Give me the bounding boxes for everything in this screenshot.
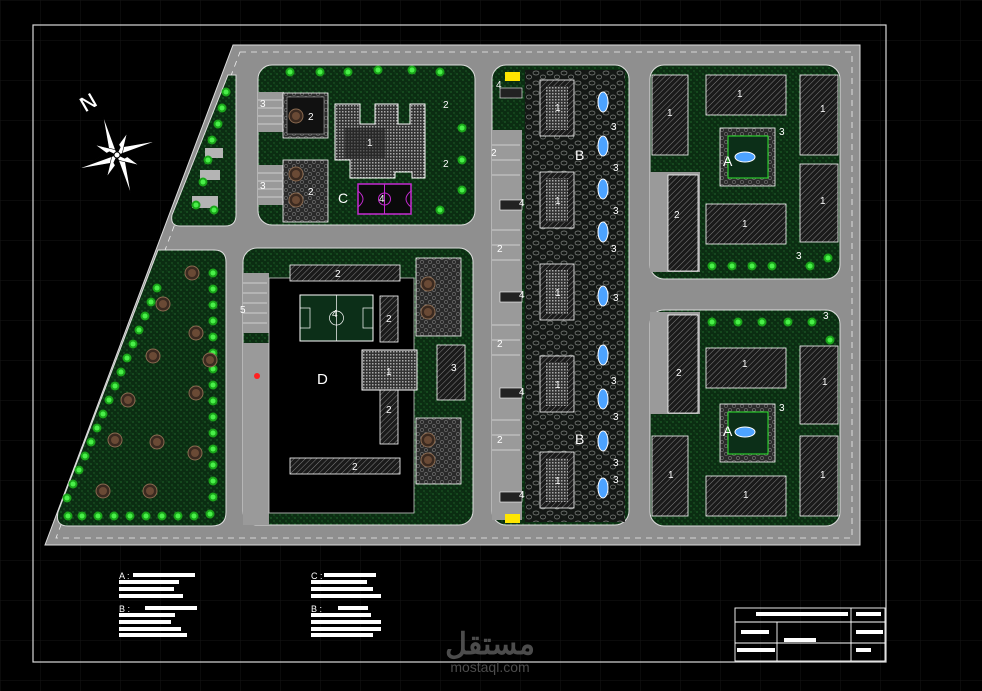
c-num: 3 xyxy=(260,99,266,110)
c-num: 4 xyxy=(379,194,385,205)
legend: A : B : C : B : xyxy=(119,571,381,637)
b-num: 1 xyxy=(555,476,561,487)
legend-label-a: A : xyxy=(119,571,130,581)
b-num: 2 xyxy=(491,148,497,159)
c-num: 2 xyxy=(443,159,449,170)
b-num: 4 xyxy=(496,80,502,91)
a-num: 3 xyxy=(796,251,802,262)
b-num: 1 xyxy=(555,196,561,207)
a2-num: 3 xyxy=(823,311,829,322)
watermark: مستقل mostaql.com xyxy=(445,628,535,675)
d-num: 1 xyxy=(386,367,392,378)
a-num: 1 xyxy=(820,196,826,207)
strip-garden-top xyxy=(171,74,237,227)
zone-label-b-bottom: B xyxy=(575,431,584,447)
a2-num: 3 xyxy=(779,403,785,414)
zone-label-d: D xyxy=(317,371,328,388)
d-num: 2 xyxy=(352,462,358,473)
a2-num: 2 xyxy=(676,368,682,379)
zone-label-a-top: A xyxy=(723,153,733,169)
b-num: 1 xyxy=(555,288,561,299)
d-num: 2 xyxy=(335,269,341,280)
b-num: 4 xyxy=(519,290,525,301)
zone-label-b-top: B xyxy=(575,147,584,163)
c-num: 3 xyxy=(260,181,266,192)
d-num: 4 xyxy=(332,309,338,320)
legend-label-b2: B : xyxy=(311,604,322,614)
drawing-frame xyxy=(32,24,887,663)
c-num: 2 xyxy=(308,112,314,123)
a2-num: 1 xyxy=(668,470,674,481)
north-arrow xyxy=(79,117,155,193)
a2-num: 1 xyxy=(820,470,826,481)
zone-label-a-bottom: A xyxy=(723,423,733,439)
b-num: 3 xyxy=(613,475,619,486)
legend-label-b: B : xyxy=(119,604,130,614)
b-num: 2 xyxy=(497,435,503,446)
b-num: 1 xyxy=(555,103,561,114)
b-num: 2 xyxy=(497,339,503,350)
b-num: 3 xyxy=(611,376,617,387)
b-num: 4 xyxy=(519,490,525,501)
b-num: 3 xyxy=(611,122,617,133)
watermark-latin: mostaql.com xyxy=(450,659,529,675)
b-num: 4 xyxy=(519,198,525,209)
a-num: 1 xyxy=(742,219,748,230)
b-num: 3 xyxy=(611,244,617,255)
triangle-park xyxy=(57,249,227,527)
a-num: 2 xyxy=(674,210,680,221)
title-block xyxy=(734,607,886,662)
c-num: 1 xyxy=(367,138,373,149)
b-num: 3 xyxy=(613,206,619,217)
a-num: 1 xyxy=(737,89,743,100)
b-num: 3 xyxy=(613,458,619,469)
a-num: 1 xyxy=(667,108,673,119)
legend-label-c: C : xyxy=(311,571,323,581)
b-num: 3 xyxy=(613,412,619,423)
d-num: 2 xyxy=(386,314,392,325)
d-num: 3 xyxy=(451,363,457,374)
b-num: 2 xyxy=(497,244,503,255)
zone-label-c: C xyxy=(338,190,348,206)
a2-num: 1 xyxy=(743,490,749,501)
a-num: 1 xyxy=(820,104,826,115)
b-num: 3 xyxy=(613,293,619,304)
c-num: 2 xyxy=(308,187,314,198)
b-num: 3 xyxy=(613,163,619,174)
b-num: 1 xyxy=(555,380,561,391)
d-num: 5 xyxy=(240,305,246,316)
b-num: 4 xyxy=(519,387,525,398)
a2-num: 1 xyxy=(742,359,748,370)
a2-num: 1 xyxy=(822,377,828,388)
c-num: 2 xyxy=(443,100,449,111)
d-num: 2 xyxy=(386,405,392,416)
watermark-arabic: مستقل xyxy=(445,628,535,661)
a-num: 3 xyxy=(779,127,785,138)
